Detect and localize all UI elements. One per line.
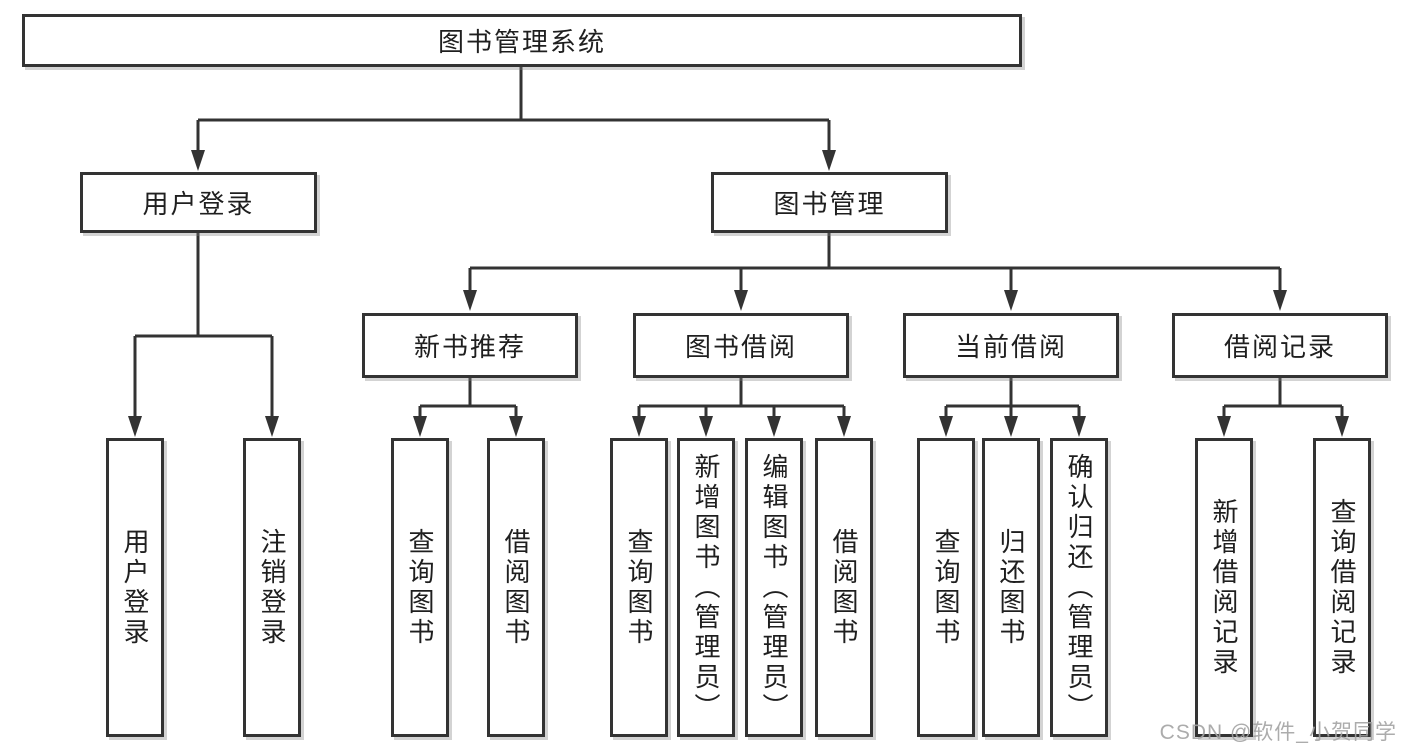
root-to-level2-connector bbox=[191, 67, 836, 171]
leaf-records-query-record-label: 查询借阅记录 bbox=[1327, 497, 1357, 678]
arrow-down-icon bbox=[767, 416, 781, 437]
leaf-newbook-query-books-label: 查询图书 bbox=[405, 527, 435, 648]
leaf-borrow-add-books-admin-label: 新增图书（管理员） bbox=[691, 452, 721, 723]
leaf-current-return-books: 归还图书 bbox=[982, 438, 1040, 737]
arrow-down-icon bbox=[1004, 290, 1018, 311]
node-borrow-records-label: 借阅记录 bbox=[1223, 332, 1336, 362]
node-new-book-recommend: 新书推荐 bbox=[362, 313, 578, 378]
arrow-down-icon bbox=[837, 416, 851, 437]
arrow-down-icon bbox=[509, 416, 523, 437]
arrow-down-icon bbox=[191, 150, 205, 171]
leaf-current-confirm-return-admin-label: 确认归还（管理员） bbox=[1064, 452, 1094, 723]
arrow-down-icon bbox=[1335, 416, 1349, 437]
arrow-down-icon bbox=[1273, 290, 1287, 311]
new-books-to-leaves-connector bbox=[413, 378, 523, 437]
arrow-down-icon bbox=[128, 416, 142, 437]
arrow-down-icon bbox=[1217, 416, 1231, 437]
node-root-label: 图书管理系统 bbox=[437, 27, 606, 57]
leaf-newbook-borrow-books: 借阅图书 bbox=[487, 438, 545, 737]
user-login-to-leaves-connector bbox=[128, 233, 279, 437]
node-new-book-recommend-label: 新书推荐 bbox=[413, 332, 526, 362]
borrow-records-to-leaves-connector bbox=[1217, 378, 1349, 437]
arrow-down-icon bbox=[734, 290, 748, 311]
leaf-borrow-borrow-books: 借阅图书 bbox=[815, 438, 873, 737]
node-book-management-label: 图书管理 bbox=[773, 189, 886, 219]
current-borrow-to-leaves-connector bbox=[939, 378, 1086, 437]
leaf-borrow-borrow-books-label: 借阅图书 bbox=[829, 527, 859, 648]
book-mgmt-to-sections-connector bbox=[463, 233, 1287, 311]
book-borrow-to-leaves-connector bbox=[632, 378, 851, 437]
leaf-borrow-add-books-admin: 新增图书（管理员） bbox=[677, 438, 735, 737]
arrow-down-icon bbox=[413, 416, 427, 437]
arrow-down-icon bbox=[822, 150, 836, 171]
node-book-borrowing: 图书借阅 bbox=[633, 313, 849, 378]
leaf-borrow-edit-books-admin: 编辑图书（管理员） bbox=[745, 438, 803, 737]
leaf-current-query-books: 查询图书 bbox=[917, 438, 975, 737]
arrow-down-icon bbox=[632, 416, 646, 437]
leaf-current-query-books-label: 查询图书 bbox=[931, 527, 961, 648]
node-book-borrowing-label: 图书借阅 bbox=[684, 332, 797, 362]
leaf-records-add-record: 新增借阅记录 bbox=[1195, 438, 1253, 737]
arrow-down-icon bbox=[265, 416, 279, 437]
arrow-down-icon bbox=[699, 416, 713, 437]
leaf-borrow-edit-books-admin-label: 编辑图书（管理员） bbox=[759, 452, 789, 723]
leaf-borrow-query-books-label: 查询图书 bbox=[624, 527, 654, 648]
node-current-borrowing: 当前借阅 bbox=[903, 313, 1119, 378]
node-book-management: 图书管理 bbox=[711, 172, 948, 233]
arrow-down-icon bbox=[463, 290, 477, 311]
leaf-newbook-borrow-books-label: 借阅图书 bbox=[501, 527, 531, 648]
leaf-newbook-query-books: 查询图书 bbox=[391, 438, 449, 737]
leaf-records-query-record: 查询借阅记录 bbox=[1313, 438, 1371, 737]
node-user-login-label: 用户登录 bbox=[142, 189, 255, 219]
leaf-borrow-query-books: 查询图书 bbox=[610, 438, 668, 737]
node-user-login: 用户登录 bbox=[80, 172, 317, 233]
leaf-logout-label: 注销登录 bbox=[257, 527, 287, 648]
node-current-borrowing-label: 当前借阅 bbox=[954, 332, 1067, 362]
leaf-current-return-books-label: 归还图书 bbox=[996, 527, 1026, 648]
leaf-logout: 注销登录 bbox=[243, 438, 301, 737]
arrow-down-icon bbox=[939, 416, 953, 437]
leaf-records-add-record-label: 新增借阅记录 bbox=[1209, 497, 1239, 678]
leaf-user-login-label: 用户登录 bbox=[120, 527, 150, 648]
leaf-current-confirm-return-admin: 确认归还（管理员） bbox=[1050, 438, 1108, 737]
arrow-down-icon bbox=[1072, 416, 1086, 437]
csdn-watermark: CSDN @软件_小贺同学 bbox=[1159, 721, 1397, 744]
leaf-user-login: 用户登录 bbox=[106, 438, 164, 737]
arrow-down-icon bbox=[1004, 416, 1018, 437]
node-borrow-records: 借阅记录 bbox=[1172, 313, 1388, 378]
node-root-system: 图书管理系统 bbox=[22, 14, 1022, 67]
